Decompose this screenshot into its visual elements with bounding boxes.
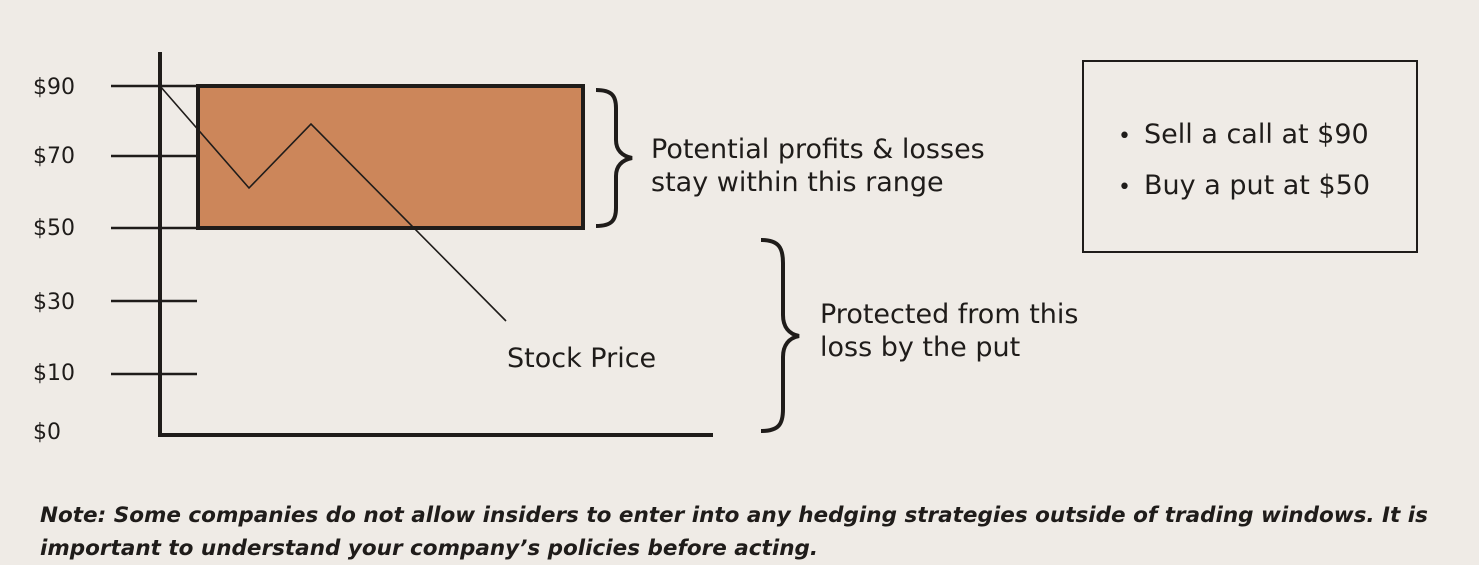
range-brace xyxy=(595,88,633,228)
strategy-legend: • Sell a call at $90 • Buy a put at $50 xyxy=(1082,60,1418,253)
legend-item-label: Buy a put at $50 xyxy=(1144,170,1370,201)
note-line-2: important to understand your company’s p… xyxy=(40,536,819,561)
tick-label-70: $70 xyxy=(33,144,75,169)
collar-strategy-diagram: $90 $70 $50 $30 $10 $0 Stock Price Poten… xyxy=(33,52,1087,445)
legend-item-buy-put: • Buy a put at $50 xyxy=(1118,161,1370,212)
range-caption-line-1: Potential profits & losses xyxy=(651,134,985,165)
tick-label-30: $30 xyxy=(33,290,75,315)
strategy-list: • Sell a call at $90 • Buy a put at $50 xyxy=(1118,110,1370,212)
tick-label-90: $90 xyxy=(33,75,75,100)
range-caption-line-2: stay within this range xyxy=(651,167,944,198)
tick-label-10: $10 xyxy=(33,361,75,386)
protection-caption-line-1: Protected from this xyxy=(820,299,1078,330)
bullet-icon: • xyxy=(1118,124,1131,149)
protection-caption-line-2: loss by the put xyxy=(820,332,1020,363)
tick-label-50: $50 xyxy=(33,216,75,241)
legend-item-sell-call: • Sell a call at $90 xyxy=(1118,110,1370,161)
protection-brace xyxy=(760,238,800,433)
protection-caption: Protected from this loss by the put xyxy=(820,299,1087,363)
stock-price-line xyxy=(159,85,507,322)
legend-item-label: Sell a call at $90 xyxy=(1144,119,1369,150)
bullet-icon: • xyxy=(1118,175,1131,200)
hedging-note: Note: Some companies do not allow inside… xyxy=(40,499,1460,565)
stock-price-label: Stock Price xyxy=(507,343,656,374)
tick-label-0: $0 xyxy=(33,420,61,445)
range-caption: Potential profits & losses stay within t… xyxy=(651,134,993,198)
note-line-1: Note: Some companies do not allow inside… xyxy=(40,503,1428,528)
price-range-box xyxy=(196,84,585,230)
